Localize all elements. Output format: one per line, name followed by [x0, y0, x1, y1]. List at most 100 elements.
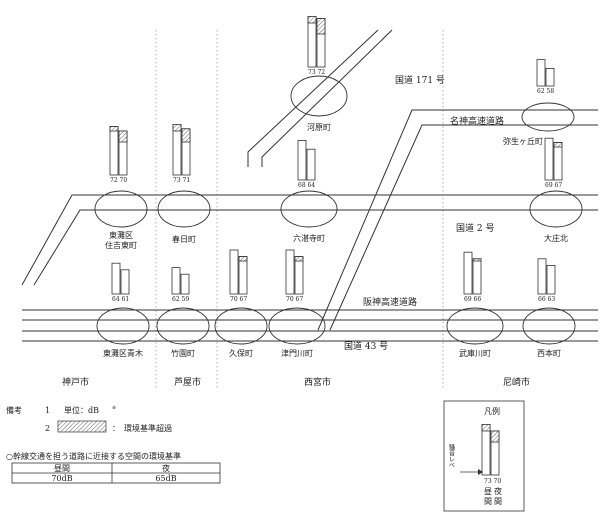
legend-title: 凡例 — [484, 406, 500, 416]
night-bar — [316, 18, 326, 68]
night-bar — [546, 264, 556, 295]
day-bar-exceedance — [172, 124, 182, 132]
site-marker — [522, 307, 576, 345]
day-bar — [109, 126, 119, 176]
day-bar — [536, 59, 546, 87]
standard-col-day: 昼間 — [54, 464, 70, 473]
night-bar — [472, 258, 482, 295]
legend-values: 73 70 — [484, 478, 501, 485]
night-bar-exceedance — [181, 128, 191, 143]
site-marker — [521, 102, 575, 132]
bar-value-label: 70 67 — [286, 296, 303, 303]
note-2-number: 2 — [45, 424, 50, 433]
standard-title: ○幹線交通を担う道路に近接する空間の環境基準 — [6, 451, 181, 461]
site-name-label: 東灘区 — [109, 230, 133, 240]
day-bar-exceedance — [307, 15, 317, 24]
legend-day-bar-exceedance — [481, 423, 491, 432]
site-marker — [529, 190, 583, 228]
legend-night-bar — [490, 430, 500, 476]
route-2-road — [21, 194, 598, 286]
site-marker — [446, 307, 504, 345]
day-bar — [307, 15, 317, 68]
site-name-label: 西本町 — [537, 348, 561, 358]
night-bar — [180, 273, 190, 295]
bar-value-label: 72 70 — [110, 177, 127, 184]
bar-value-label: 66 63 — [538, 296, 555, 303]
day-bar — [229, 249, 239, 295]
meishin-expressway-road — [317, 109, 598, 331]
night-bar — [238, 256, 248, 295]
road-label-hanshin: 阪神高速道路 — [363, 296, 417, 308]
note-2-hatch-swatch — [57, 420, 107, 433]
night-bar-exceedance — [238, 256, 248, 262]
bar-value-label: 68 64 — [298, 182, 315, 189]
night-bar — [120, 269, 130, 295]
road-label-route-43: 国道 43 号 — [344, 340, 388, 352]
site-name-label: 津門川町 — [281, 348, 313, 358]
site-1: 62 58 弥生ヶ丘町 — [503, 59, 575, 146]
legend-box: 凡例 73 70 昼 夜 間 間 騒音レベ — [443, 400, 525, 512]
site-marker — [157, 190, 211, 228]
legend-col2-top: 夜 — [494, 486, 502, 496]
legend-col1-bottom: 間 — [484, 497, 492, 506]
site-marker — [96, 307, 150, 345]
road-labels: 国道 171 号 名神高速道路 国道 2 号 阪神高速道路 国道 43 号 — [344, 74, 504, 352]
road-label-meishin: 名神高速道路 — [450, 115, 504, 127]
night-bar — [294, 256, 304, 295]
day-bar — [172, 124, 182, 176]
day-bar — [544, 137, 554, 181]
night-bar — [306, 148, 316, 181]
site-11: 66 63 西本町 — [522, 258, 576, 358]
note-1-text: 単位：dB — [64, 405, 99, 415]
site-name-label: 河原町 — [307, 122, 331, 132]
site-name-label: 春日町 — [172, 234, 196, 244]
standard-value-night: 65dB — [155, 474, 176, 483]
legend-bars — [481, 423, 500, 476]
bar-value-label: 62 59 — [172, 296, 189, 303]
site-name-label: 大庄北 — [544, 233, 568, 243]
night-bar-exceedance — [316, 18, 326, 35]
day-bar-exceedance — [109, 126, 119, 132]
legend-noise-label: 騒音レベ — [448, 444, 455, 468]
city-label-ashiya: 芦屋市 — [174, 376, 201, 388]
site-marker — [280, 190, 338, 228]
bar-value-label: 62 58 — [537, 88, 554, 95]
day-bar — [537, 258, 547, 295]
standard-col-night: 夜 — [162, 463, 170, 473]
site-name-label: 久保町 — [229, 348, 253, 358]
bar-value-label: 73 71 — [173, 177, 190, 184]
note-2-text: ： 環境基準超過 — [112, 423, 172, 433]
night-bar-exceedance — [294, 256, 304, 262]
city-labels: 神戸市 芦屋市 西宮市 尼崎市 — [62, 376, 530, 388]
site-name-label: 弥生ヶ丘町 — [503, 136, 543, 146]
road-label-route-171: 国道 171 号 — [395, 74, 445, 86]
night-bar-exceedance — [472, 258, 482, 262]
day-bar — [297, 139, 307, 181]
site-3: 73 71 春日町 — [157, 124, 211, 244]
legend-col2-bottom: 間 — [494, 497, 502, 506]
notes-section: 備考 1 単位：dB ※ 2 ： 環境基準超過 ○幹線交通を担う道路に近接する空… — [6, 405, 221, 484]
night-bar — [118, 130, 128, 176]
day-bar — [285, 249, 295, 295]
site-marker — [290, 75, 348, 117]
site-marker — [94, 190, 148, 228]
day-bar — [463, 251, 473, 295]
site-name-label: 住吉東町 — [105, 240, 137, 250]
legend-col1-top: 昼 — [484, 487, 492, 496]
legend-arrow-head — [478, 469, 483, 475]
legend-night-bar-exceedance — [490, 430, 500, 443]
site-name-label: 武庫川町 — [459, 348, 491, 358]
notes-label: 備考 — [6, 405, 22, 415]
night-bar — [553, 142, 563, 181]
day-bar — [171, 267, 181, 295]
night-bar-exceedance — [118, 130, 128, 143]
standard-table — [11, 462, 221, 484]
